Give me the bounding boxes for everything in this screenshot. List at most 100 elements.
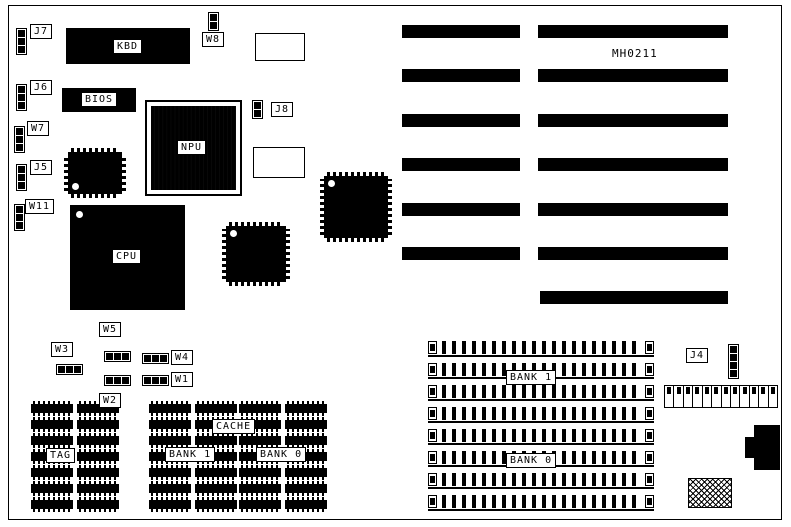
simm-socket-7 [428,487,654,489]
isa-slot-6-short-segment [402,247,520,260]
label-cache-bank1: BANK 1 [165,447,216,462]
power-connector-pin [722,386,731,407]
npu-socket [145,100,242,196]
chipset-chip-right-pin1-dot [328,180,335,187]
label-w4: W4 [171,350,194,365]
simm-socket-7-right-latch [645,473,654,486]
simm-socket-5-left-latch [428,429,437,442]
label-j7: J7 [30,24,53,39]
isa-slot-1-long-segment [538,25,728,38]
power-connector-pin [712,386,722,407]
board-code: MH0211 [612,47,658,60]
tag-ram-array-chip [77,465,119,480]
tag-ram-array-chip [77,481,119,496]
j8-pin-header [252,100,263,119]
w1-pin-header-pin [152,377,159,384]
power-connector-pin [684,386,694,407]
simm-socket-5-right-latch [645,429,654,442]
j7-pin-header-pin [18,30,25,37]
isa-slot-2-short-segment [402,69,520,82]
keyboard-din-connector [754,425,780,470]
power-connector-pin [703,386,713,407]
keyboard-din-connector-tab [745,437,755,458]
chipset-chip-right-pins-right [388,179,392,235]
simm-module-2-chips [442,363,638,376]
cache-bank0-array-chip [285,417,327,432]
j4-pin-header-pin [730,346,737,353]
label-tag: TAG [46,448,76,463]
tag-ram-array-chip [77,433,119,448]
j6-pin-header-pin [18,102,25,109]
simm-socket-4-left-latch [428,407,437,420]
power-connector [664,385,778,408]
cache-bank0-array-chip [239,417,281,432]
w7-pin-header-pin [16,144,23,151]
w1-pin-header-pin [160,377,167,384]
cache-bank0-array-chip [239,497,281,512]
w5-pin-header [104,351,131,362]
j8-pin-header-pin [254,102,261,109]
label-cache-bank0: BANK 0 [256,447,307,462]
cache-bank1-array-chip [149,401,191,416]
power-connector-pin [674,386,684,407]
cache-bank1-array-chip [149,465,191,480]
w11-pin-header-pin [16,214,23,221]
tag-ram-array-chip [31,417,73,432]
j7-pin-header-pin [18,38,25,45]
simm-socket-2-right-latch [645,363,654,376]
w3-pin-header-pin [74,366,81,373]
tag-ram-array-chip [31,481,73,496]
w2-pin-header-pin [106,377,113,384]
j4-pin-header-pin [730,370,737,377]
label-cpu: CPU [112,249,142,264]
label-w1: W1 [171,372,194,387]
w8-pin-header [208,12,219,31]
label-simm-bank0: BANK 0 [506,453,557,468]
tag-ram-array-chip [31,465,73,480]
j6-pin-header-pin [18,94,25,101]
cache-bank0-array-chip [239,433,281,448]
w4-pin-header-pin [152,355,159,362]
j6-pin-header [16,84,27,111]
label-w3: W3 [51,342,74,357]
simm-module-3-chips [442,385,638,398]
cache-bank1-array-chip [195,449,237,464]
j5-pin-header-pin [18,166,25,173]
w2-pin-header-pin [114,377,121,384]
cache-bank1-array-chip [195,401,237,416]
w8-pin-header-pin [210,22,217,29]
cache-bank0-array-chip [285,497,327,512]
simm-socket-1 [428,355,654,357]
w5-pin-header-pin [122,353,129,360]
cache-bank1-array-chip [149,417,191,432]
simm-socket-7-left-latch [428,473,437,486]
label-j4: J4 [686,348,709,363]
j8-pin-header-pin [254,110,261,117]
power-connector-pin [759,386,769,407]
power-connector-pin [750,386,760,407]
cache-bank1-array-chip [195,497,237,512]
w7-pin-header-pin [16,136,23,143]
isa-slot-4-long-segment [538,158,728,171]
isa-slot-3-long-segment [538,114,728,127]
chipset-chip-right-pins-left [320,179,324,235]
chipset-chip-right-pins-bottom [327,238,385,242]
isa-slot-3-short-segment [402,114,520,127]
w11-pin-header-pin [16,222,23,229]
label-j6: J6 [30,80,53,95]
cache-bank0-array-chip [239,401,281,416]
chipset-chip-left-pins-bottom [229,282,283,286]
isa-slot-4-short-segment [402,158,520,171]
w4-pin-header-pin [144,355,151,362]
simm-module-7-chips [442,473,638,486]
w4-pin-header [142,353,169,364]
power-connector-pin [665,386,675,407]
w3-pin-header [56,364,83,375]
power-connector-pin [769,386,777,407]
simm-module-8-chips [442,495,638,508]
label-j5: J5 [30,160,53,175]
j5-pin-header-pin [18,182,25,189]
chipset-chip-left-pins-right [286,229,290,279]
j5-pin-header [16,164,27,191]
